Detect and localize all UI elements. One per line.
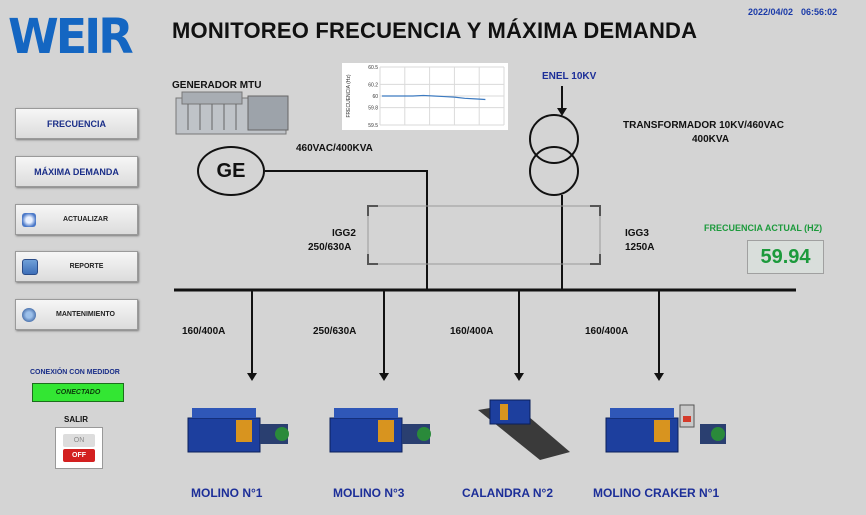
frecuencia-button[interactable]: FRECUENCIA (15, 108, 138, 139)
feeder-rating: 160/400A (585, 326, 629, 337)
generator-engine-image (175, 91, 289, 135)
y-tick-label: 59.5 (368, 123, 378, 129)
y-tick-label: 59.8 (368, 106, 378, 112)
generator-label: GENERADOR MTU (172, 80, 262, 91)
maxima-demanda-button[interactable]: MÁXIMA DEMANDA (15, 156, 138, 187)
exit-button[interactable]: ON OFF (55, 427, 103, 469)
molino-1-image (187, 408, 289, 453)
y-tick-label: 60.2 (368, 82, 378, 88)
gear-icon (22, 307, 36, 322)
timestamp: 2022/04/02 06:56:02 (748, 7, 845, 17)
reporte-label: REPORTE (69, 263, 104, 270)
igg3-name: IGG3 (625, 228, 649, 239)
y-axis-label: FRECUENCIA (Hz) (346, 74, 352, 117)
y-tick-label: 60 (372, 94, 378, 100)
igg2-name: IGG2 (332, 228, 356, 239)
exit-on-label: ON (63, 434, 95, 447)
actualizar-button[interactable]: ACTUALIZAR (15, 204, 138, 235)
machine-label: MOLINO CRAKER N°1 (593, 486, 720, 500)
mantenimiento-label: MANTENIMIENTO (56, 311, 115, 318)
frequency-title: FRECUENCIA ACTUAL (HZ) (704, 223, 823, 233)
feeder-rating: 160/400A (450, 326, 494, 337)
connection-title: CONEXIÓN CON MEDIDOR (30, 369, 120, 376)
page-title: MONITOREO FRECUENCIA Y MÁXIMA DEMANDA (172, 18, 698, 43)
generator-symbol: GE (197, 146, 265, 196)
connection-status: CONECTADO (32, 383, 124, 402)
generator-rating: 460VAC/400KVA (296, 143, 373, 154)
machine-label: MOLINO N°3 (333, 486, 405, 500)
feeder-rating: 160/400A (182, 326, 226, 337)
molino-3-image (329, 408, 431, 453)
date-text: 2022/04/02 (748, 7, 794, 17)
weir-logo: WEIR (8, 7, 134, 65)
frequency-value: 59.94 (747, 240, 824, 274)
refresh-icon (22, 212, 36, 227)
frequency-series-line (382, 94, 486, 101)
igg3-rating: 1250A (625, 242, 655, 253)
frequency-trend-chart: 60.5 60.2 60 59.8 59.5 FRECUENCIA (Hz) (342, 63, 508, 130)
transformer-label-line2: 400KVA (692, 134, 730, 145)
transformer-label-line1: TRANSFORMADOR 10KV/460VAC (623, 120, 784, 131)
machine-label: MOLINO N°1 (191, 486, 263, 500)
machine-label: CALANDRA N°2 (462, 486, 554, 500)
feeder-rating: 250/630A (313, 326, 357, 337)
enel-label: ENEL 10KV (542, 71, 597, 82)
calandra-2-image (478, 399, 570, 460)
time-text: 06:56:02 (801, 7, 838, 17)
frequency-trend-svg: 60.5 60.2 60 59.8 59.5 FRECUENCIA (Hz) (346, 65, 505, 129)
mantenimiento-button[interactable]: MANTENIMIENTO (15, 299, 138, 330)
exit-off-label: OFF (63, 449, 95, 462)
y-tick-label: 60.5 (368, 65, 378, 71)
actualizar-label: ACTUALIZAR (62, 216, 109, 223)
report-icon (22, 258, 38, 275)
molino-craker-1-image (605, 404, 726, 453)
exit-label: SALIR (64, 415, 88, 424)
igg2-rating: 250/630A (308, 242, 352, 253)
reporte-button[interactable]: REPORTE (15, 251, 138, 282)
